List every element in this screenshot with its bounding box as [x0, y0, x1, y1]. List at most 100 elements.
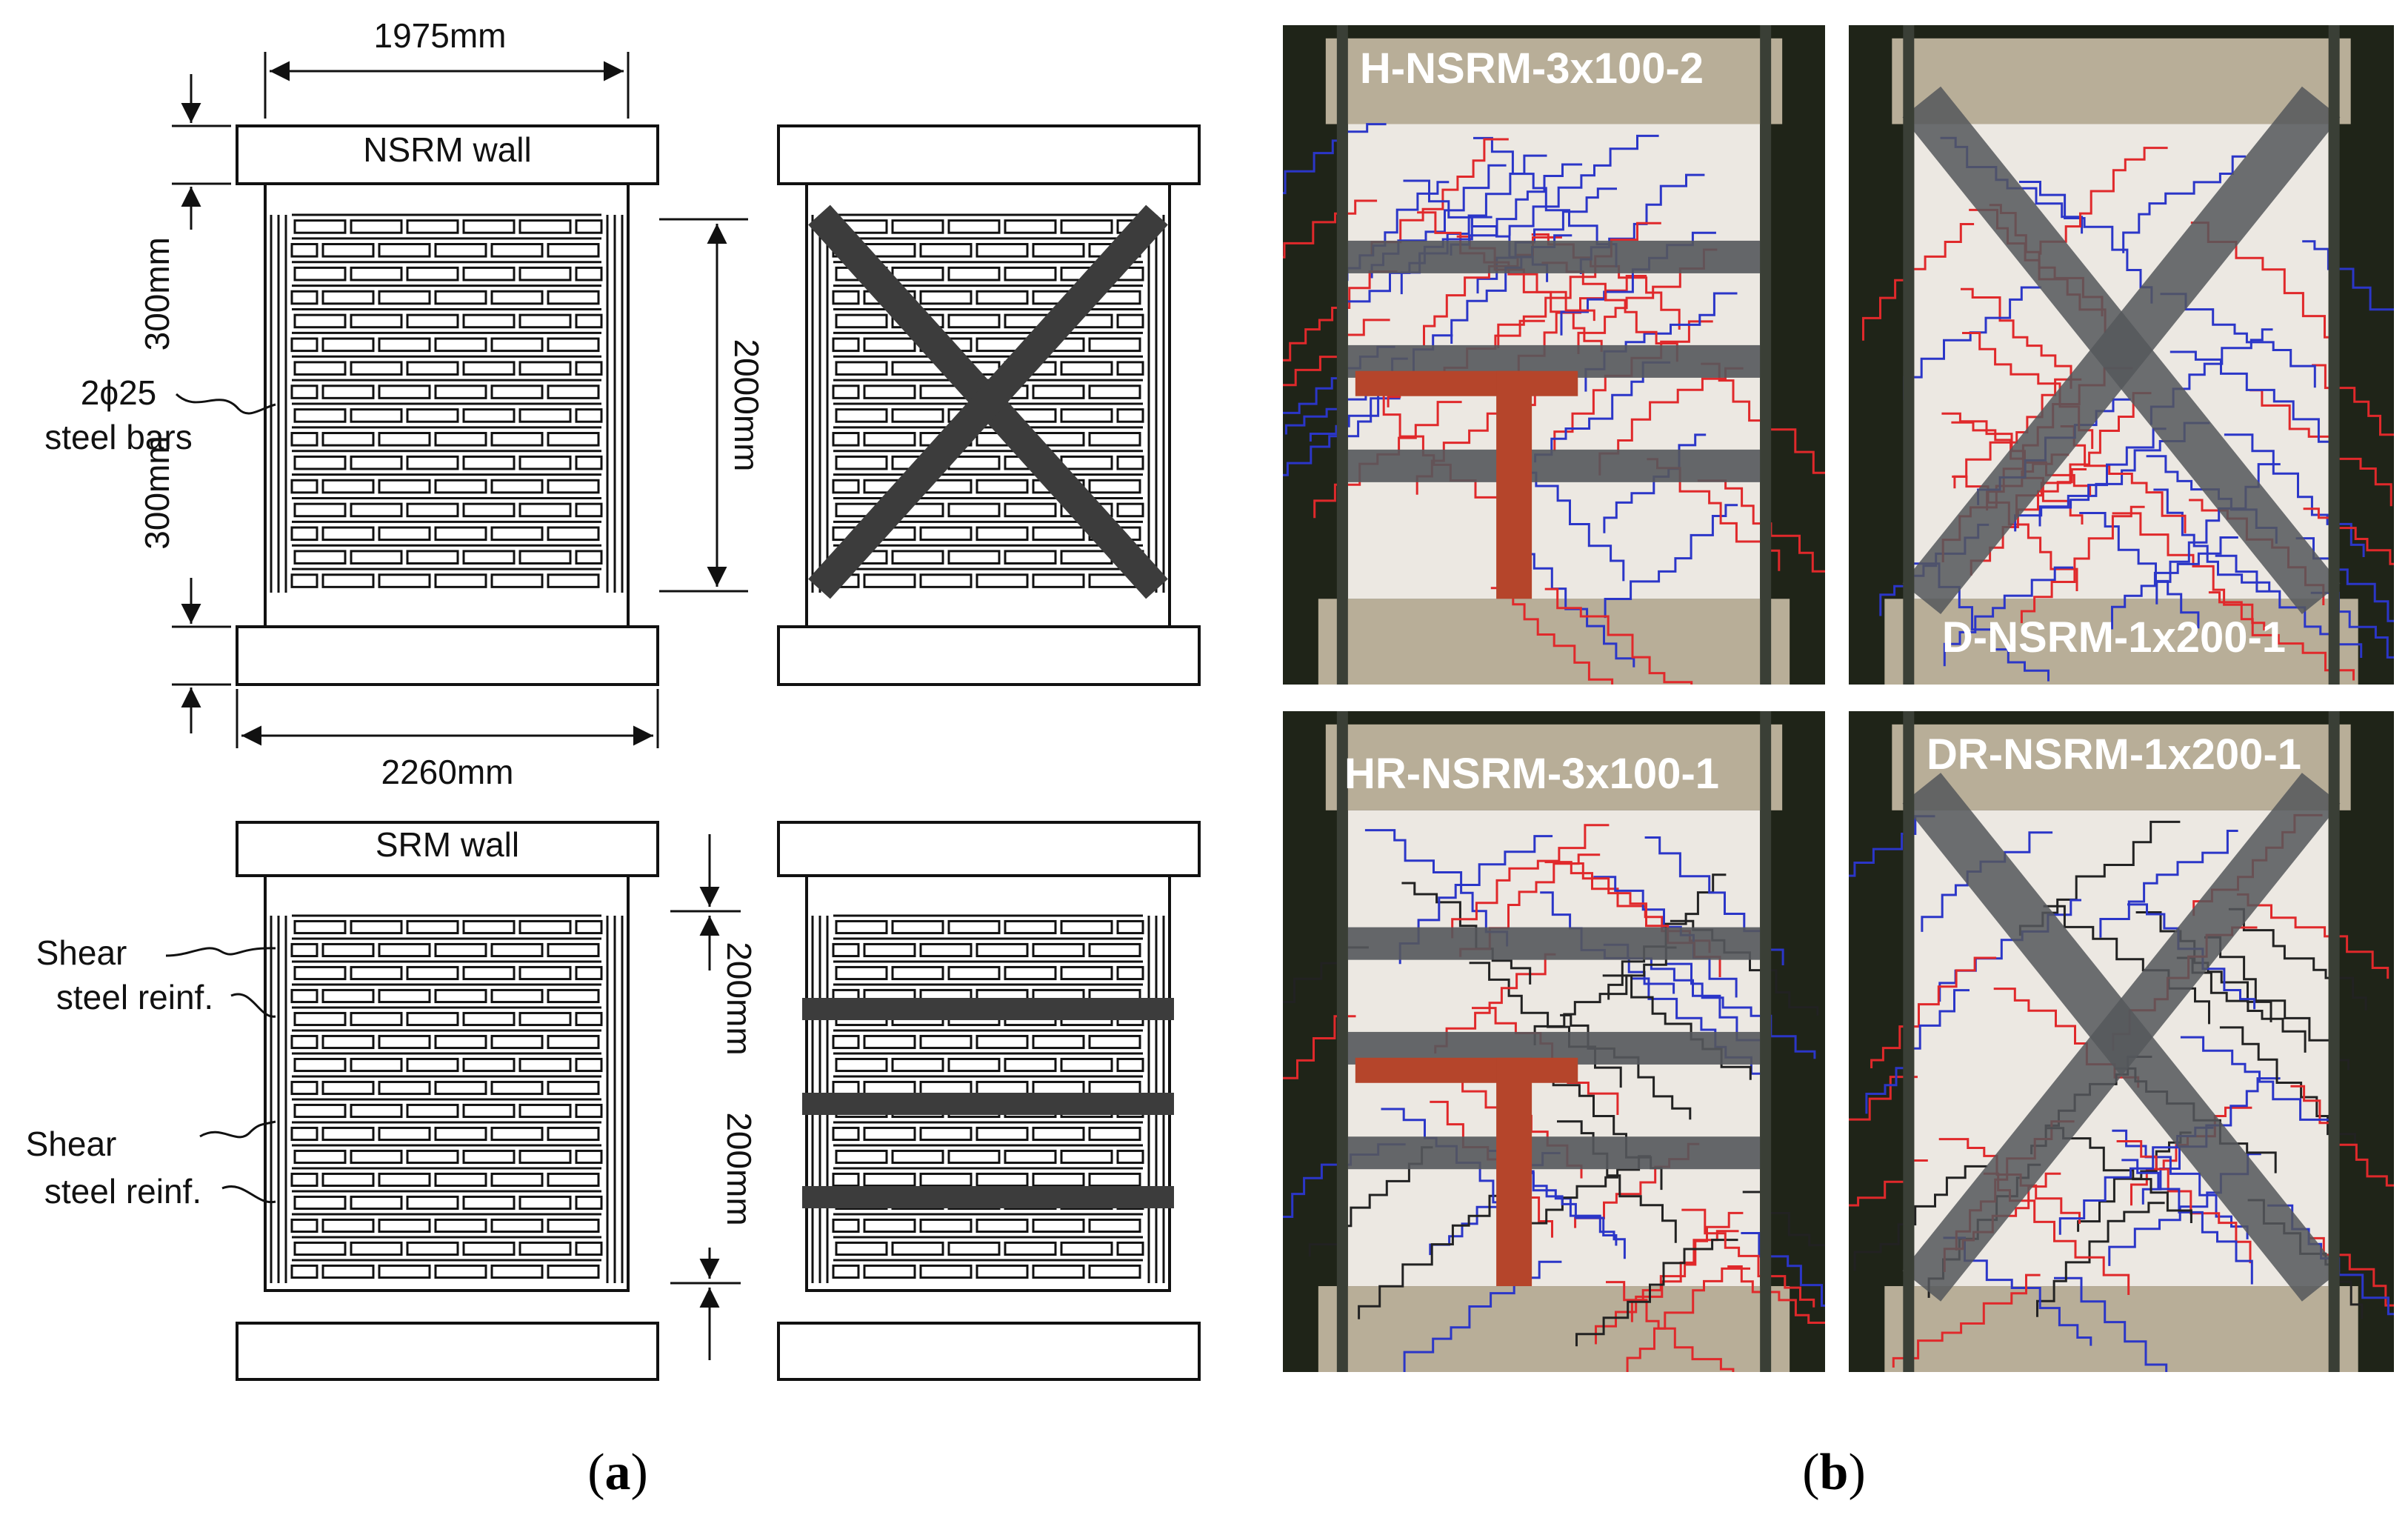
crack-line — [2112, 512, 2266, 630]
brick — [1088, 1172, 1141, 1188]
brick — [490, 1218, 544, 1233]
brick — [575, 408, 603, 423]
brick — [975, 1264, 1029, 1279]
brick — [547, 1218, 600, 1233]
brick — [462, 1103, 516, 1119]
brick — [518, 361, 572, 376]
brick — [434, 1080, 487, 1096]
crack-line — [1401, 882, 1532, 985]
brick — [406, 1057, 459, 1073]
brick — [321, 1218, 375, 1233]
top-beam — [777, 124, 1201, 185]
brick — [406, 1149, 459, 1165]
brick — [290, 942, 318, 958]
brick — [350, 408, 403, 423]
crack-line — [1849, 1159, 1928, 1207]
test-photo — [1283, 25, 1825, 685]
brick — [1060, 408, 1113, 423]
crack-line — [2014, 427, 2167, 532]
diagonal-strips — [808, 204, 1168, 599]
brick — [1088, 1080, 1141, 1096]
brick — [547, 526, 600, 542]
brick — [518, 919, 572, 935]
brick — [350, 361, 403, 376]
crack-line — [1557, 1120, 1677, 1243]
brick — [947, 1241, 1001, 1256]
brick — [434, 988, 487, 1004]
brick — [406, 361, 459, 376]
brick — [1004, 1241, 1057, 1256]
brick — [462, 965, 516, 981]
brick — [434, 1218, 487, 1233]
brick — [293, 1103, 347, 1119]
brick — [919, 526, 973, 542]
brick — [947, 919, 1001, 935]
brick — [321, 337, 375, 353]
brick — [863, 1034, 916, 1050]
brick — [293, 1011, 347, 1027]
brick — [1060, 219, 1113, 234]
frame-column — [2328, 25, 2340, 685]
brick — [290, 243, 318, 258]
brick — [518, 266, 572, 282]
crack-line — [1490, 587, 1614, 685]
exposed-brick — [1355, 1057, 1578, 1083]
brick — [1032, 243, 1085, 258]
test-photo — [1283, 711, 1825, 1372]
brick — [832, 1034, 860, 1050]
brick — [547, 1126, 600, 1142]
brick — [1032, 942, 1085, 958]
crack-line — [2043, 905, 2210, 1025]
crack-line — [2111, 536, 2238, 630]
brick — [462, 919, 516, 935]
horizontal-strip — [802, 998, 1174, 1020]
brick — [835, 1149, 888, 1165]
brick — [462, 266, 516, 282]
brick — [575, 361, 603, 376]
brick — [1032, 1218, 1085, 1233]
exposed-brick — [1496, 1057, 1532, 1287]
brick — [378, 1172, 431, 1188]
shear-reinf-annotation: Shear steel reinf. — [36, 933, 276, 1018]
brick — [321, 384, 375, 399]
brick — [462, 1057, 516, 1073]
brick — [1116, 919, 1144, 935]
width-dimension-top: 1975mm — [264, 16, 630, 119]
brick — [293, 1149, 347, 1165]
crack-line — [1853, 1165, 1988, 1271]
brick — [378, 1034, 431, 1050]
brick — [835, 313, 888, 329]
brick — [575, 313, 603, 329]
brick — [1032, 526, 1085, 542]
brick — [863, 1218, 916, 1233]
brick — [434, 1264, 487, 1279]
brick — [350, 1011, 403, 1027]
brick — [547, 988, 600, 1004]
crack-line — [1451, 824, 1610, 939]
brick — [1088, 942, 1141, 958]
brick — [321, 988, 375, 1004]
bottom-beam — [236, 625, 659, 686]
frame-column — [1903, 25, 1915, 685]
caption-a: (a) — [587, 1444, 648, 1501]
brick — [293, 965, 347, 981]
brick — [462, 502, 516, 518]
brick — [321, 479, 375, 494]
brick — [835, 1057, 888, 1073]
brick — [378, 1126, 431, 1142]
spacing-label: 200mm — [720, 942, 758, 1055]
brick — [518, 502, 572, 518]
brick — [919, 1034, 973, 1050]
exposed-brick — [1355, 370, 1578, 396]
crack-line — [1283, 199, 1378, 259]
test-photo — [1849, 25, 2394, 685]
brick — [406, 1103, 459, 1119]
brick — [378, 942, 431, 958]
brick — [290, 479, 318, 494]
brick — [321, 1264, 375, 1279]
brick — [975, 1080, 1029, 1096]
brick — [434, 337, 487, 353]
frame-column — [2328, 711, 2340, 1372]
brick — [1032, 1172, 1085, 1188]
brick — [1004, 502, 1057, 518]
